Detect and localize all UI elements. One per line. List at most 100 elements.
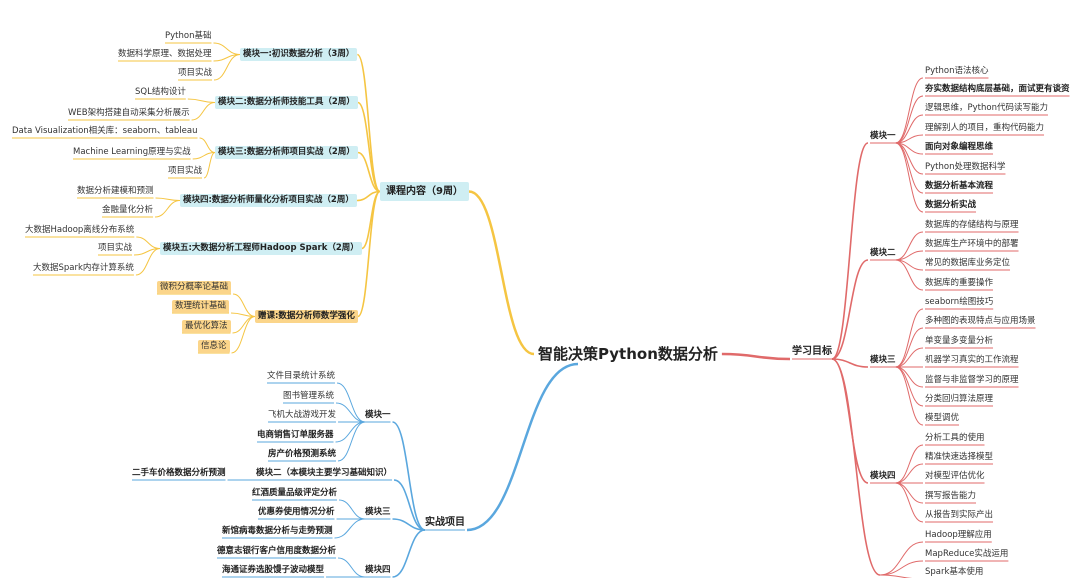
- edge-course-module-3: [357, 151, 381, 193]
- practice-branch-title[interactable]: 实战项目: [425, 517, 465, 528]
- edge-course-6-1: [232, 293, 256, 317]
- goals-module-3-item-6[interactable]: 分类回归算法原理: [925, 394, 994, 404]
- edge-practice-1-1: [336, 382, 366, 423]
- edge-course-6-3: [232, 316, 256, 334]
- course-module-5-item-3[interactable]: 大数据Spark内存计算系统: [33, 263, 134, 273]
- practice-module-1-item-5[interactable]: 房产价格预测系统: [268, 449, 337, 459]
- goals-module-1-item-4[interactable]: 理解别人的项目，重构代码能力: [925, 123, 1045, 133]
- goals-module-3-item-7[interactable]: 模型调优: [925, 413, 960, 423]
- course-module-2-item-1[interactable]: SQL结构设计: [135, 87, 186, 97]
- goals-module-4-item-5[interactable]: 从报告到实际产出: [925, 510, 994, 520]
- goals-module-5-item-3[interactable]: Spark基本使用: [925, 567, 984, 577]
- edge-course-1-3: [213, 54, 241, 81]
- goals-module-2-item-4[interactable]: 数据库的重要操作: [925, 278, 994, 288]
- course-module-1-item-2[interactable]: 数据科学原理、数据处理: [118, 49, 212, 59]
- goals-module-4-item-2[interactable]: 精准快速选择模型: [925, 452, 994, 462]
- practice-module-2[interactable]: 模块二（本模块主要学习基础知识）: [256, 468, 393, 478]
- goals-module-4[interactable]: 模块四: [870, 471, 896, 481]
- edge-practice-1-5: [337, 421, 366, 462]
- goals-module-3[interactable]: 模块三: [870, 355, 896, 365]
- practice-module-1[interactable]: 模块一: [365, 410, 391, 420]
- course-module-6[interactable]: 赠课:数据分析师数学强化: [255, 310, 358, 323]
- edge-practice-1-2: [335, 402, 366, 423]
- course-module-6-item-3[interactable]: 最优化算法: [182, 320, 231, 333]
- edge-practice-3-3: [334, 518, 366, 539]
- edge-goals-2-1: [895, 231, 924, 261]
- edge-practice-module-2: [393, 479, 426, 531]
- course-module-3-item-1[interactable]: Data Visualization相关库：seaborn、tableau: [12, 126, 198, 136]
- practice-module-3-item-3[interactable]: 新馆病毒数据分析与走势预测: [222, 526, 333, 536]
- goals-module-1-item-1[interactable]: Python语法核心: [925, 66, 989, 76]
- course-module-6-item-1[interactable]: 微积分概率论基础: [157, 281, 232, 294]
- goals-module-1-item-8[interactable]: 数据分析实战: [925, 200, 977, 210]
- goals-module-1[interactable]: 模块一: [870, 131, 896, 141]
- goals-module-4-item-4[interactable]: 撰写报告能力: [925, 491, 977, 501]
- goals-module-1-item-2[interactable]: 夯实数据结构底层基础，面试更有谈资: [925, 84, 1070, 94]
- goals-module-4-item-3[interactable]: 对模型评估优化: [925, 471, 985, 481]
- course-module-2-item-2[interactable]: WEB架构搭建自动采集分析展示: [68, 108, 190, 118]
- goals-module-2-item-3[interactable]: 常见的数据库业务定位: [925, 258, 1011, 268]
- center-topic[interactable]: 智能决策Python数据分析: [538, 345, 718, 363]
- practice-module-1-item-4[interactable]: 电商销售订单服务器: [257, 430, 334, 440]
- goals-module-2[interactable]: 模块二: [870, 248, 896, 258]
- practice-module-4-item-1[interactable]: 德意志银行客户信用度数据分析: [217, 546, 337, 556]
- course-module-3-item-2[interactable]: Machine Learning原理与实战: [73, 147, 191, 157]
- edge-goals-2-4: [895, 259, 924, 291]
- practice-module-4[interactable]: 模块四: [365, 565, 391, 575]
- goals-module-2-item-2[interactable]: 数据库生产环境中的部署: [925, 239, 1019, 249]
- edge-goals-module-1: [831, 142, 869, 360]
- practice-module-2-item-1[interactable]: 二手车价格数据分析预测: [132, 468, 226, 478]
- practice-module-3-item-1[interactable]: 红酒质量品级评定分析: [252, 488, 338, 498]
- course-module-3-item-3[interactable]: 项目实战: [168, 166, 203, 176]
- course-module-5[interactable]: 模块五:大数据分析工程师Hadoop Spark（2周）: [160, 242, 362, 255]
- edge-goals-1-3: [895, 114, 924, 144]
- practice-module-3[interactable]: 模块三: [365, 507, 391, 517]
- goals-module-3-item-4[interactable]: 机器学习真实的工作流程: [925, 355, 1019, 365]
- course-module-1-item-1[interactable]: Python基础: [165, 31, 212, 41]
- course-module-6-item-2[interactable]: 数理统计基础: [172, 300, 230, 313]
- course-module-6-item-4[interactable]: 信息论: [198, 340, 230, 353]
- edge-goals-1-8: [895, 142, 924, 213]
- course-module-1-item-3[interactable]: 项目实战: [178, 68, 213, 78]
- goals-module-1-item-5[interactable]: 面向对象编程思维: [925, 142, 994, 152]
- course-branch-title[interactable]: 课程内容（9周）: [380, 182, 469, 201]
- goals-module-3-item-3[interactable]: 单变量多变量分析: [925, 336, 994, 346]
- practice-module-1-item-1[interactable]: 文件目录统计系统: [267, 371, 336, 381]
- edge-practice-module-4: [392, 529, 426, 578]
- edge-goals-4-4: [895, 482, 924, 504]
- course-module-1[interactable]: 模块一:初识数据分析（3周）: [240, 48, 358, 61]
- edge-goals-4-2: [895, 463, 924, 484]
- course-module-4[interactable]: 模块四:数据分析师量化分析项目实战（2周）: [180, 194, 357, 207]
- edge-goals-3-7: [895, 366, 924, 426]
- course-module-5-item-1[interactable]: 大数据Hadoop离线分布系统: [25, 225, 135, 235]
- course-module-3[interactable]: 模块三:数据分析师项目实战（2周）: [215, 146, 358, 159]
- goals-module-3-item-1[interactable]: seaborn绘图技巧: [925, 297, 994, 307]
- goals-branch-title[interactable]: 学习目标: [792, 346, 832, 357]
- goals-module-1-item-7[interactable]: 数据分析基本流程: [925, 181, 994, 191]
- edge-goals-5-1: [879, 541, 924, 576]
- edge-goals-1-1: [895, 77, 924, 144]
- goals-module-4-item-1[interactable]: 分析工具的使用: [925, 433, 985, 443]
- course-module-2[interactable]: 模块二:数据分析师技能工具（2周）: [215, 96, 358, 109]
- practice-module-1-item-3[interactable]: 飞机大战游戏开发: [268, 410, 337, 420]
- goals-module-3-item-5[interactable]: 监督与非监督学习的原理: [925, 375, 1019, 385]
- goals-module-2-item-1[interactable]: 数据库的存储结构与原理: [925, 220, 1019, 230]
- edge-goals-5-2: [879, 560, 924, 576]
- practice-module-4-item-2[interactable]: 海通证券选股馒子波动模型: [222, 565, 325, 575]
- goals-module-5-item-2[interactable]: MapReduce实战运用: [925, 549, 1009, 559]
- goals-module-1-item-6[interactable]: Python处理数据科学: [925, 162, 1006, 172]
- edge-center-goals: [721, 352, 791, 361]
- goals-module-1-item-3[interactable]: 逻辑思维，Python代码读写能力: [925, 103, 1048, 113]
- goals-module-5-item-1[interactable]: Hadoop理解应用: [925, 530, 992, 540]
- course-module-4-item-2[interactable]: 金融量化分析: [102, 205, 154, 215]
- course-module-5-item-2[interactable]: 项目实战: [98, 243, 133, 253]
- edge-goals-1-7: [895, 142, 924, 194]
- edge-goals-module-5: [831, 358, 881, 576]
- goals-module-3-item-2[interactable]: 多种图的表现特点与应用场景: [925, 316, 1036, 326]
- practice-module-1-item-2[interactable]: 图书管理系统: [283, 391, 335, 401]
- edge-course-6-4: [231, 316, 256, 354]
- practice-module-3-item-2[interactable]: 优惠券使用情况分析: [258, 507, 335, 517]
- course-module-4-item-1[interactable]: 数据分析建模和预测: [77, 186, 154, 196]
- edge-course-4-1: [155, 197, 181, 201]
